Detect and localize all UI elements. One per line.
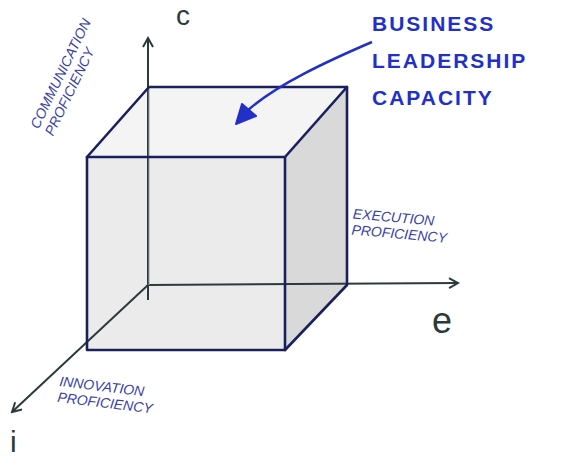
cube-right-edge — [285, 87, 347, 350]
c-axis — [147, 38, 149, 300]
e-axis — [148, 283, 458, 285]
axis-letter: e — [432, 300, 472, 341]
axis-letter: c — [176, 0, 216, 32]
axis-letter: i — [10, 425, 40, 460]
cube-top-edge — [87, 87, 347, 157]
callout-arrow — [246, 42, 372, 112]
cube-front-edge — [87, 157, 285, 350]
axis-label: EXECUTION PROFICIENCY — [351, 206, 503, 251]
cube-front-face — [87, 157, 285, 350]
axis-label: INNOVATION PROFICIENCY — [57, 373, 210, 423]
callout-arrowhead — [236, 104, 256, 124]
callout-label: BUSINESS LEADERSHIP CAPACITY — [372, 6, 562, 116]
cube-hidden-edge — [149, 87, 150, 285]
cube-right-face — [285, 87, 347, 350]
axis-label: COMMUNICATION PROFICIENCY — [27, 0, 117, 138]
